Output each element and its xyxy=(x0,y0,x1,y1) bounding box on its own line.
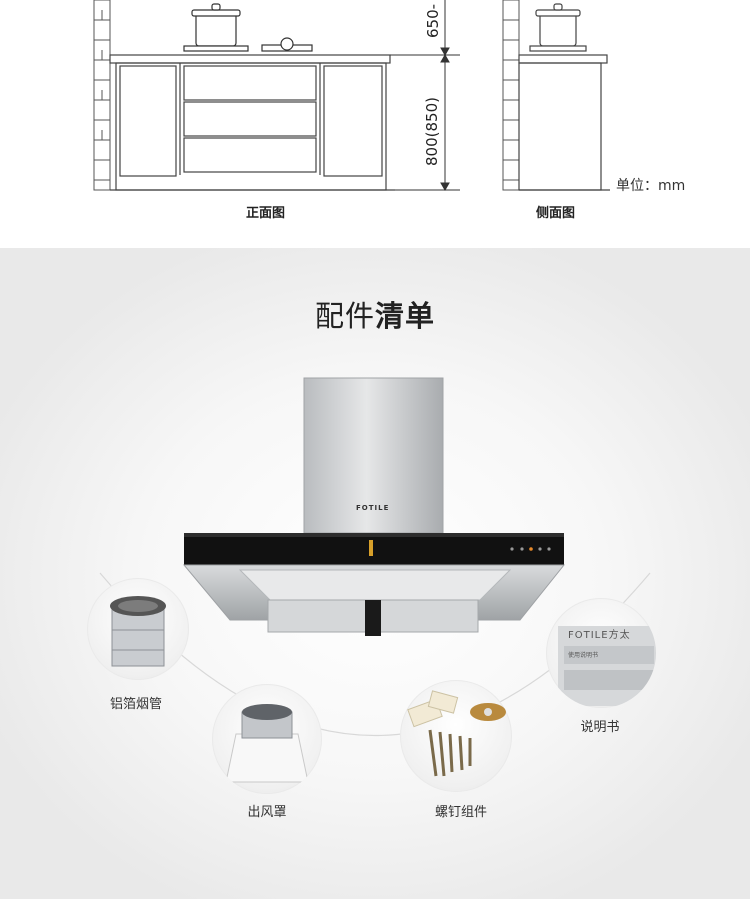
front-view-label: 正面图 xyxy=(246,206,286,221)
manual-brand: FOTILE方太 xyxy=(568,630,631,641)
manual-booklet-label: 说明书 xyxy=(580,720,620,735)
manual-heading: 使用说明书 xyxy=(568,652,599,659)
screw-kit-image xyxy=(400,680,512,792)
range-hood-image xyxy=(182,377,566,636)
side-view-label: 侧面图 xyxy=(536,206,576,221)
front-view-drawing xyxy=(93,0,460,192)
manual-booklet-image: FOTILE方太 使用说明书 xyxy=(546,598,656,708)
dimension-lines xyxy=(390,0,460,192)
aluminum-foil-duct-image xyxy=(87,578,189,680)
aluminum-foil-duct-label: 铝箔烟管 xyxy=(109,697,162,712)
front-cabinet xyxy=(109,54,395,191)
title-light: 配件 xyxy=(314,299,375,333)
air-outlet-hood-image xyxy=(212,684,322,794)
section-title: 配件清单 xyxy=(0,293,750,335)
hood-logo: FOTILE xyxy=(356,504,390,512)
screw-kit-label: 螺钉组件 xyxy=(434,805,487,820)
unit-label: 单位：mm xyxy=(616,178,686,194)
wall-left xyxy=(93,0,111,191)
pot-on-stove xyxy=(183,3,313,52)
air-outlet-hood-label: 出风罩 xyxy=(247,805,287,820)
installation-drawings: 650- 800(850) 正面图 侧面图 单位：mm xyxy=(0,0,750,248)
accessory-list-section: 配件清单 FO xyxy=(0,248,750,899)
title-bold: 清单 xyxy=(375,299,436,333)
side-view-drawing xyxy=(502,0,610,191)
